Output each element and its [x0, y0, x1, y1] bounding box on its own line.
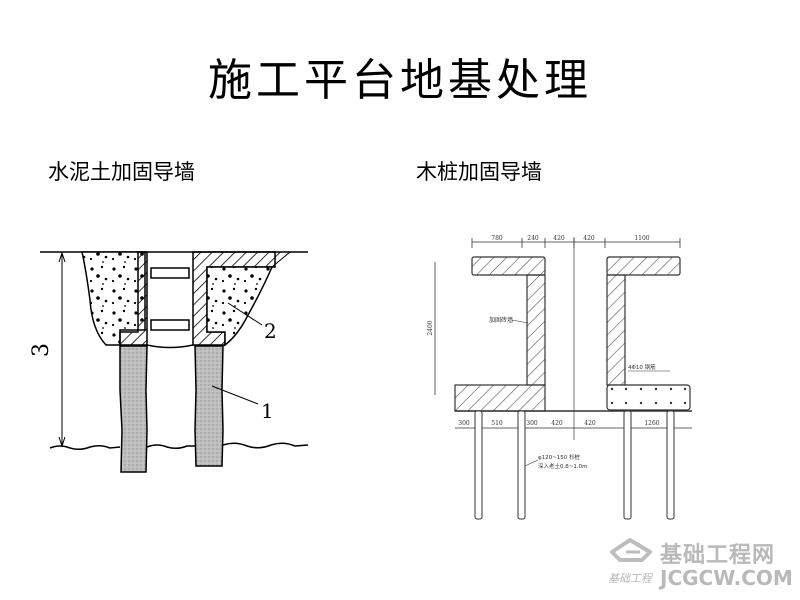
watermark-name-small: 基础工程: [608, 572, 652, 585]
bottom-slab-right: [606, 384, 691, 411]
bottom-dim-4: 420: [551, 420, 563, 427]
bottom-dim-1: 300: [458, 420, 470, 427]
brick-wall-right: [606, 274, 626, 386]
timber-pile-1: [474, 410, 483, 520]
watermark-logo-icon: [610, 538, 652, 562]
bottom-dim-2: 510: [491, 420, 503, 427]
vertical-dimension-label: 2400: [427, 320, 434, 335]
pile-note-line2: 深入老土0.8~1.0m: [538, 462, 587, 470]
top-dim-2: 240: [527, 235, 539, 242]
cement-pile-left: [119, 345, 148, 473]
cement-soil-diagram: 3 2 1: [29, 251, 309, 473]
bottom-dim-3: 300: [526, 420, 538, 427]
bottom-slab-left: [454, 384, 546, 412]
slide-title: 施工平台地基处理: [208, 55, 592, 106]
top-slab-right: [606, 256, 681, 276]
rebar-label: 4Φ10 钢筋: [628, 363, 656, 371]
callout-2-leader: [227, 302, 263, 326]
watermark-domain: JCGCW.COM: [660, 566, 793, 590]
pile-note-line1: φ120~150 杉桩: [538, 453, 580, 461]
top-slab-left: [471, 256, 546, 276]
top-dim-5: 1100: [634, 235, 649, 242]
top-dim-1: 780: [491, 235, 503, 242]
strut-lower: [150, 319, 190, 331]
cement-soil-left: [81, 251, 146, 346]
timber-pile-4: [666, 410, 675, 520]
top-dim-4: 420: [583, 235, 595, 242]
right-section-heading: 木桩加固导墙: [416, 160, 542, 184]
callout-1-label: 1: [261, 399, 274, 423]
callout-2-label: 2: [264, 319, 277, 343]
bottom-dim-5: 420: [584, 420, 596, 427]
bottom-dim-6: 1260: [644, 420, 659, 427]
watermark-name-cn: 基础工程网: [660, 543, 776, 568]
callout-1-leader: [211, 385, 259, 405]
strut-upper: [150, 267, 190, 279]
cement-soil-right: [206, 266, 274, 347]
brick-wall-left: [526, 274, 546, 386]
timber-pile-2: [517, 410, 526, 520]
cement-pile-right: [194, 345, 224, 467]
left-section-heading: 水泥土加固导墙: [48, 160, 195, 184]
top-dim-3: 420: [553, 235, 565, 242]
brick-wall-label: 加固砖墙: [489, 316, 513, 324]
guide-wall-left: [119, 251, 148, 346]
timber-pile-3: [623, 410, 632, 520]
timber-pile-diagram: 780 240 420 420 1100 2400 加固砖墙 4Φ10 钢筋: [427, 235, 692, 520]
depth-label: 3: [29, 343, 54, 357]
